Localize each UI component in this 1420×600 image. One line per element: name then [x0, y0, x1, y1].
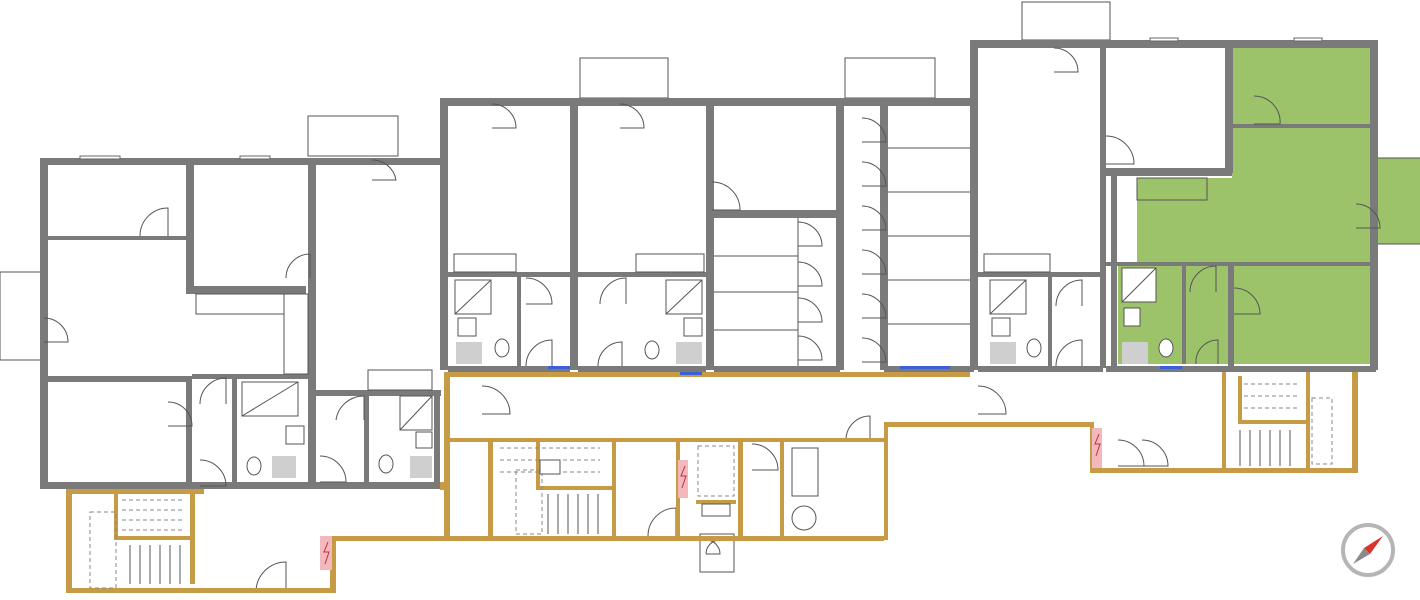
north-arrow-compass	[1341, 523, 1395, 577]
lightning-bolt-icon	[680, 465, 687, 489]
electric-panel-3	[1092, 428, 1102, 468]
stairs	[89, 383, 1333, 589]
highlight-room-main	[1232, 48, 1370, 364]
electric-panel-1	[320, 536, 332, 570]
electric-panels	[320, 428, 1102, 570]
stair-center	[500, 447, 600, 535]
highlight-room-hall	[1137, 178, 1233, 264]
stair-left	[89, 499, 184, 589]
electric-panel-2	[678, 460, 688, 498]
partitions	[195, 147, 1208, 391]
highlighted-apartment[interactable]	[1118, 48, 1420, 364]
utility-rooms	[697, 445, 819, 531]
bathroom-fixtures	[241, 267, 1174, 478]
lightning-bolt-icon	[323, 541, 330, 565]
window-markers	[79, 37, 1323, 375]
stair-right	[1239, 383, 1333, 466]
highlight-balcony	[1372, 158, 1420, 244]
structural-walls	[40, 40, 1378, 489]
door-swings	[43, 47, 1381, 593]
lightning-bolt-icon	[1094, 433, 1101, 457]
